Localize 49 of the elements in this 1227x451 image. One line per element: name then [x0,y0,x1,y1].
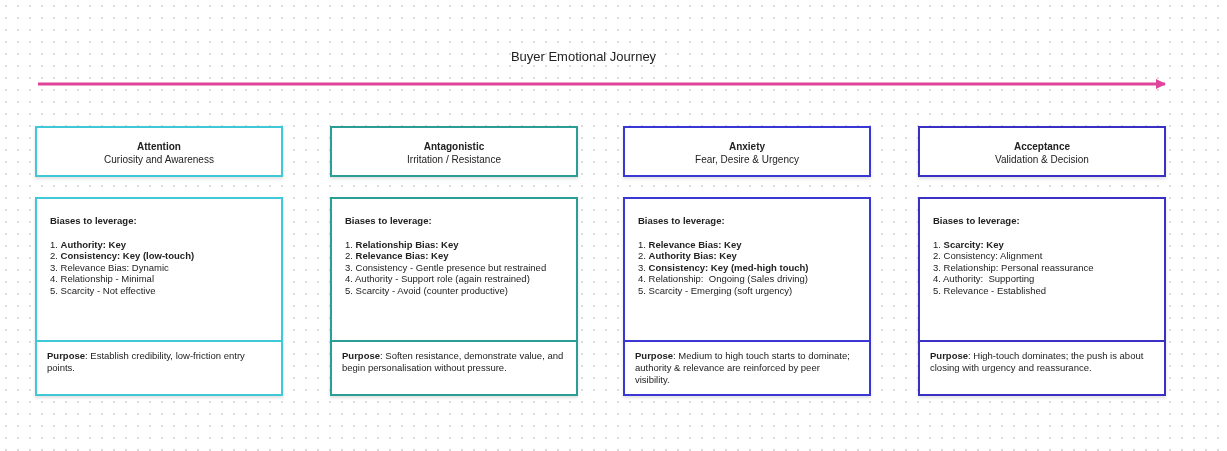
biases-card [35,197,283,342]
list-item: 1. Scarcity: Key [933,238,1005,250]
biases-card [918,197,1166,342]
purpose-text: Purpose: Medium to high touch starts to dominate; authority & relevance are reinforced by peer visibility. [635,350,851,386]
list-item: 2. Authority Bias: Key [638,250,738,262]
diagram-title: Buyer Emotional Journey [509,49,658,64]
list-item: 3. Consistency - Gentle presence but restrained [345,261,548,273]
biases-card [623,197,871,342]
stage-subtitle: Curiosity and Awareness [103,153,215,166]
list-item: 1. Authority: Key [50,238,127,250]
list-item: 4. Relationship: Ongoing (Sales driving) [638,273,810,285]
list-heading: Biases to leverage: [50,215,138,227]
list-item: 4. Authority: Supporting [933,273,1036,285]
purpose-text: Purpose: Establish credibility, low-friction entry points. [47,350,246,374]
purpose-text: Purpose: Soften resistance, demonstrate value, and begin personalisation without pressure. [342,350,564,374]
list-item: 1. Relationship Bias: Key [345,238,460,250]
stage-header-box [623,126,871,177]
list-item: 2. Relevance Bias: Key [345,250,450,262]
purpose-text: Purpose: High-touch dominates; the push is about closing with urgency and reassurance. [930,350,1145,374]
list-item: 5. Scarcity - Emerging (soft urgency) [638,284,794,296]
stage-subtitle: Fear, Desire & Urgency [694,153,800,166]
stage-title: Attention [136,140,182,153]
stage-subtitle: Validation & Decision [994,153,1090,166]
list-item: 5. Scarcity - Avoid (counter productive) [345,284,509,296]
list-item: 3. Relationship: Personal reassurance [933,261,1095,273]
stage-header-box [918,126,1166,177]
list-heading: Biases to leverage: [638,215,726,227]
list-item: 5. Scarcity - Not effective [50,284,157,296]
stage-subtitle: Irritation / Resistance [406,153,502,166]
list-item: 4. Relationship - Minimal [50,273,155,285]
list-heading: Biases to leverage: [345,215,433,227]
stage-title: Acceptance [1012,140,1072,153]
list-item: 2. Consistency: Key (low-touch) [50,250,196,262]
stage-header-box [330,126,578,177]
list-item: 3. Relevance Bias: Dynamic [50,261,170,273]
stage-title: Antagonistic [422,140,486,153]
purpose-card [918,340,1166,396]
purpose-card [35,340,283,396]
stage-title: Anxiety [727,140,767,153]
stage-header-box [35,126,283,177]
purpose-card [623,340,871,396]
purpose-card [330,340,578,396]
list-item: 3. Consistency: Key (med-high touch) [638,261,810,273]
list-item: 2. Consistency: Alignment [933,250,1044,262]
list-item: 4. Authority - Support role (again restrained) [345,273,531,285]
biases-card [330,197,578,342]
list-heading: Biases to leverage: [933,215,1021,227]
list-item: 1. Relevance Bias: Key [638,238,743,250]
list-item: 5. Relevance - Established [933,284,1047,296]
